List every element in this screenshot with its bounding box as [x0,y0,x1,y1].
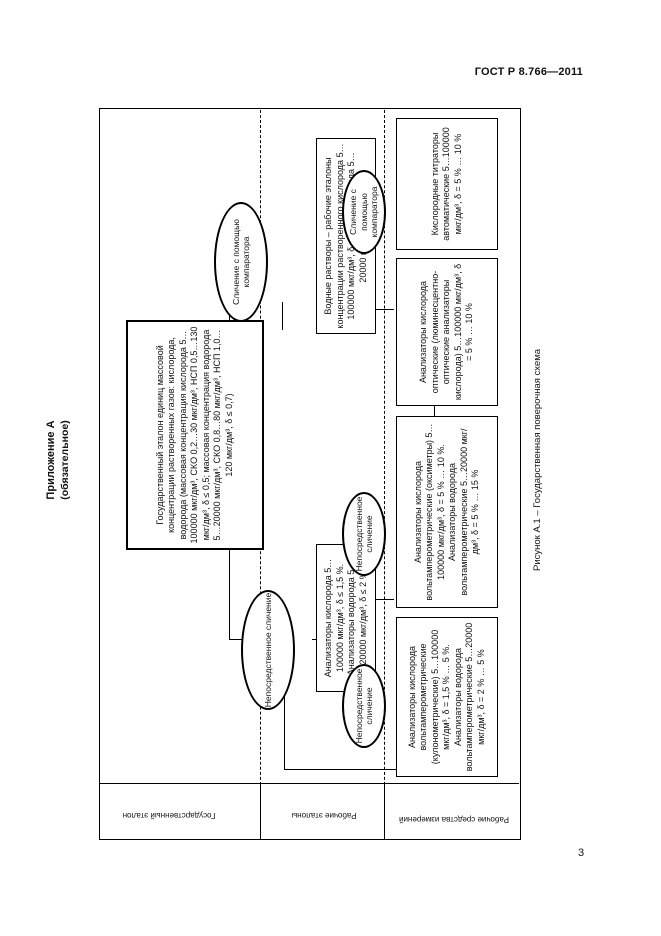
level-separator-1-solid [260,784,261,840]
ellipse-comparator-comparison-1: Сличение с помощью компаратора [214,202,268,322]
appendix-subtitle: (обязательное) [59,420,71,500]
appendix-title: Приложение А [45,420,57,500]
working-instrument-box-1: Анализаторы кислорода вольтамперометриче… [396,617,498,777]
verification-scheme: Приложение А (обязательное) Государствен… [44,30,594,890]
ellipse-direct-comparison-3: Непосредственное сличение [342,492,386,576]
ellipse-direct-comparison-2: Непосредственное сличение [342,664,386,748]
connector-ellipse-compare [282,302,284,330]
ellipse-comparator-comparison-2: Сличение с помощью компаратора [342,170,386,254]
working-instrument-box-3: Анализаторы кислорода оптические (люмине… [396,258,498,406]
level-label-working-instruments: Рабочие средства измерений [399,815,509,824]
working-instrument-box-2: Анализаторы кислорода вольтамперометриче… [396,416,498,608]
document-code: ГОСТ Р 8.766—2011 [474,66,583,78]
state-standard-box: Государственный эталон единиц массовой к… [126,320,264,550]
working-instrument-box-4: Кислородные титраторы автоматические 5…1… [396,118,498,250]
connector-branch-left-down [284,768,404,770]
figure-caption: Рисунок А.1 – Государственная поверочная… [532,348,543,572]
appendix-heading: Приложение А (обязательное) [44,330,72,590]
page-number: 3 [578,847,585,859]
ellipse-direct-comparison-1: Непосредственное сличение [241,590,295,710]
level-label-working-standards: Рабочие эталоны [291,811,357,820]
level-label-state: Государственный эталон [122,811,216,820]
level-separator-2-solid [384,784,385,840]
